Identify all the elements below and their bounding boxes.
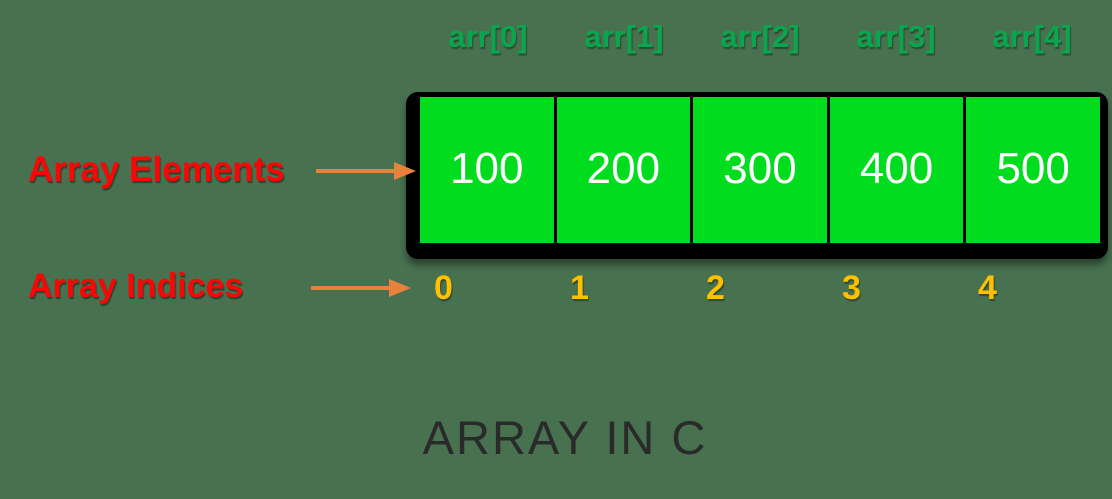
index-number-4: 4 <box>978 269 997 307</box>
diagram-title: ARRAY IN C <box>422 411 708 464</box>
array-accessor-labels-row: arr[0] arr[1] arr[2] arr[3] arr[4] <box>420 16 1100 58</box>
array-cell-1: 200 <box>556 97 691 243</box>
array-elements-label: Array Elements <box>28 150 285 189</box>
array-cells-row: 100 200 300 400 500 <box>420 97 1100 243</box>
array-cell-4: 500 <box>966 97 1100 243</box>
elements-arrow-icon <box>316 162 416 180</box>
array-cell-2: 300 <box>693 97 827 243</box>
accessor-label-arr0: arr[0] <box>448 19 528 54</box>
array-cell-0: 100 <box>420 97 554 243</box>
array-box: 100 200 300 400 500 <box>406 92 1108 259</box>
accessor-label-arr1: arr[1] <box>584 19 664 54</box>
index-number-2: 2 <box>706 269 725 307</box>
indices-arrow-icon <box>311 279 411 297</box>
array-indices-row: 0 1 2 3 4 <box>420 268 1100 308</box>
index-number-0: 0 <box>434 269 453 307</box>
index-number-3: 3 <box>842 269 861 307</box>
index-number-1: 1 <box>570 269 589 307</box>
accessor-label-arr4: arr[4] <box>992 19 1072 54</box>
array-indices-label: Array Indices <box>28 267 244 305</box>
accessor-label-arr3: arr[3] <box>856 19 936 54</box>
accessor-label-arr2: arr[2] <box>720 19 800 54</box>
array-cell-3: 400 <box>829 97 964 243</box>
